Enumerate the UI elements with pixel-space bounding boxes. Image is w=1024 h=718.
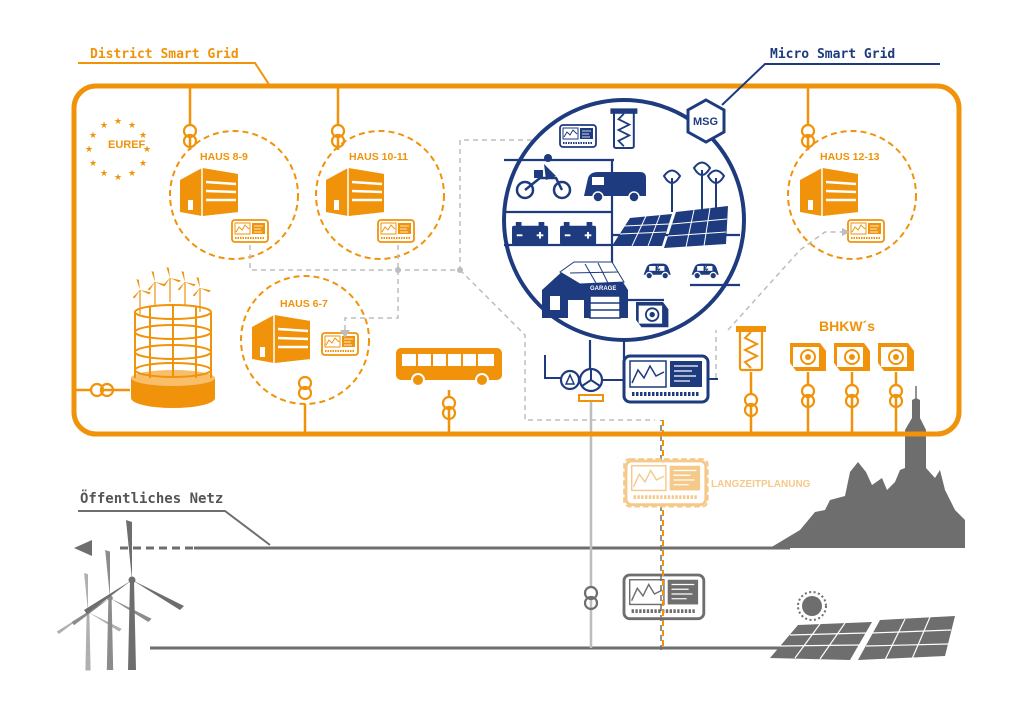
control-panel-icon — [559, 124, 597, 148]
public-grid-section: Öffentliches Netz — [56, 386, 965, 671]
city-skyline-icon — [770, 398, 965, 548]
chp-unit-icon — [789, 342, 827, 372]
district-grid-border — [71, 83, 962, 437]
building-icon — [798, 166, 860, 218]
svg-text:★: ★ — [89, 159, 97, 169]
public-grid-label: Öffentliches Netz — [80, 489, 223, 507]
building-icon — [324, 166, 386, 218]
control-panel-icon — [231, 219, 269, 243]
haus-12-13-label: HAUS 12-13 — [820, 151, 880, 163]
turbine-icon — [578, 367, 604, 402]
svg-text:EUREF: EUREF — [108, 139, 146, 151]
building-icon — [178, 166, 240, 218]
svg-text:★: ★ — [114, 173, 122, 183]
control-panel-icon — [377, 219, 415, 243]
euref-logo: ★★★ ★★★ ★★★ ★★★ EUREF — [85, 117, 151, 183]
control-panel-icon — [321, 332, 359, 356]
gasometer-icon — [131, 266, 215, 408]
svg-text:★: ★ — [128, 169, 136, 179]
haus-8-9-label: HAUS 8-9 — [200, 151, 248, 163]
solar-panel-icon — [770, 616, 955, 661]
svg-text:★: ★ — [89, 131, 97, 141]
chp-unit-icon — [833, 342, 871, 372]
micro-grid-controller-icon — [622, 354, 710, 404]
e-bike-icon — [515, 154, 572, 200]
bus-icon — [396, 348, 502, 387]
svg-text:★: ★ — [100, 121, 108, 131]
arrow-left-icon — [74, 540, 92, 556]
chp-unit-icon — [877, 342, 915, 372]
transformer-icon — [297, 375, 313, 401]
chp-unit-icon — [635, 301, 670, 329]
svg-text:★: ★ — [100, 169, 108, 179]
msg-badge: MSG — [686, 98, 726, 144]
wind-turbine-icon — [71, 550, 152, 670]
micro-smart-grid: Micro Smart Grid MSG — [502, 47, 940, 404]
building-zone — [315, 130, 445, 260]
svg-text:★: ★ — [139, 131, 147, 141]
wind-turbine-icon — [662, 161, 726, 212]
svg-text:★: ★ — [128, 121, 136, 131]
electric-van-icon — [584, 172, 646, 203]
svg-text:★: ★ — [85, 145, 93, 155]
haus-6-7-label: HAUS 6-7 — [280, 298, 328, 310]
control-panel-icon — [847, 219, 885, 243]
district-grid-label: District Smart Grid — [90, 47, 239, 62]
long-term-planning-panel-icon — [623, 458, 709, 508]
svg-text:★: ★ — [114, 117, 122, 127]
haus-10-11-label: HAUS 10-11 — [349, 151, 408, 163]
district-smart-grid: District Smart Grid ★★★ ★★★ ★★★ ★★★ EURE… — [71, 47, 962, 437]
heat-storage-icon — [609, 107, 639, 149]
svg-text:MSG: MSG — [693, 116, 718, 128]
micro-grid-label: Micro Smart Grid — [770, 47, 895, 62]
building-zone — [169, 130, 299, 260]
svg-text:★: ★ — [139, 159, 147, 169]
heat-storage-icon — [734, 324, 768, 372]
sun-icon — [797, 591, 827, 621]
svg-text:★: ★ — [143, 145, 151, 155]
long-term-planning-label: LANGZEITPLANUNG — [711, 479, 811, 490]
bhkw-label: BHKW´s — [819, 318, 875, 334]
building-icon — [250, 313, 312, 365]
svg-text:GARAGE: GARAGE — [590, 286, 616, 292]
garage-building-icon: GARAGE — [542, 261, 628, 319]
pump-icon — [544, 355, 581, 391]
building-zone — [787, 130, 917, 260]
solar-panel-icon — [612, 206, 728, 248]
